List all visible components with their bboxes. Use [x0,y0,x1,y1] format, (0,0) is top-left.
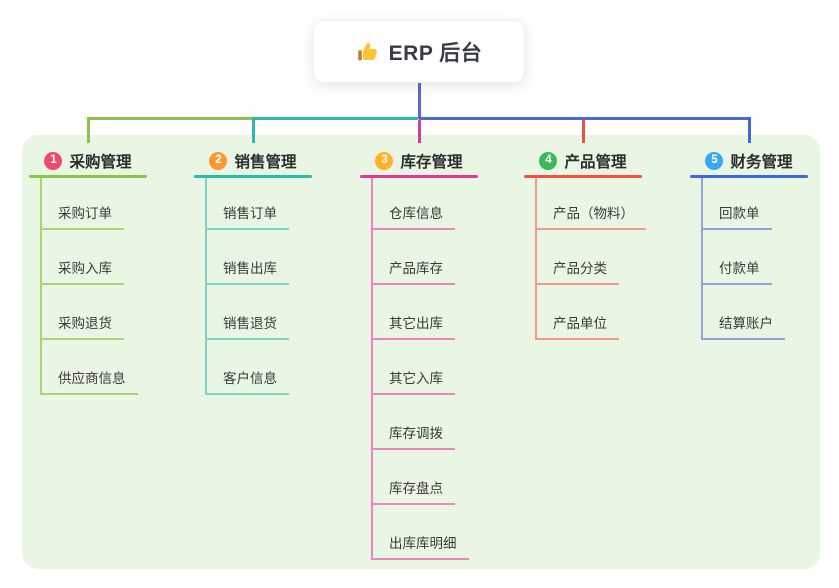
branch-item[interactable]: 采购订单 [42,178,124,230]
branch-underline [690,175,808,178]
branch-item[interactable]: 客户信息 [207,340,289,395]
branch-number-badge: 3 [375,152,394,170]
branch-title-label: 财务管理 [730,154,793,171]
branch-item[interactable]: 采购入库 [42,230,124,285]
branch-item[interactable]: 销售出库 [207,230,289,285]
branch-underline [360,175,478,178]
branch-title-label: 库存管理 [400,154,463,171]
branch-5: 5 财务管理 回款单付款单结算账户 [690,147,808,340]
branch-item[interactable]: 采购退货 [42,285,124,340]
thumbs-up-icon [357,42,377,60]
branch-item[interactable]: 仓库信息 [373,178,455,230]
branch-drop-line-2 [251,117,255,143]
bus-segment-1 [86,117,252,120]
branch-drop-line-3 [417,120,421,143]
branch-number-badge: 2 [209,152,228,170]
branch-underline [194,175,312,178]
branch-item[interactable]: 库存调拨 [373,395,455,450]
branch-items: 仓库信息产品库存其它出库其它入库库存调拨库存盘点出库库明细 [371,178,478,560]
branch-items: 采购订单采购入库采购退货供应商信息 [40,178,147,395]
branch-number-badge: 4 [539,152,558,170]
bus-segment-3 [419,117,751,120]
branch-item[interactable]: 结算账户 [703,285,785,340]
branch-title[interactable]: 2 销售管理 [194,147,312,175]
branch-3: 3 库存管理 仓库信息产品库存其它出库其它入库库存调拨库存盘点出库库明细 [360,147,478,560]
branch-items: 销售订单销售出库销售退货客户信息 [205,178,312,395]
branch-number-badge: 5 [705,152,724,170]
branch-item[interactable]: 产品（物料） [537,178,646,230]
branch-drop-line-5 [747,117,751,143]
branch-title[interactable]: 1 采购管理 [29,147,147,175]
branch-4: 4 产品管理 产品（物料）产品分类产品单位 [524,147,646,340]
branch-item[interactable]: 库存盘点 [373,450,455,505]
branch-title-label: 销售管理 [234,154,297,171]
root-node-title: ERP 后台 [388,41,483,65]
branch-title-label: 采购管理 [69,154,132,171]
branch-items: 产品（物料）产品分类产品单位 [535,178,646,340]
branch-drop-line-4 [581,120,585,143]
branch-item[interactable]: 回款单 [703,178,772,230]
branch-title[interactable]: 5 财务管理 [690,147,808,175]
branch-item[interactable]: 产品分类 [537,230,619,285]
branch-2: 2 销售管理 销售订单销售出库销售退货客户信息 [194,147,312,395]
branch-underline [524,175,642,178]
root-node[interactable]: ERP 后台 [313,20,525,83]
branch-item[interactable]: 供应商信息 [42,340,138,395]
branch-item[interactable]: 产品库存 [373,230,455,285]
branch-number-badge: 1 [44,152,63,170]
bus-segment-2 [251,117,418,120]
branch-item[interactable]: 其它入库 [373,340,455,395]
branch-underline [29,175,147,178]
branch-drop-line-1 [86,117,90,143]
branch-item[interactable]: 付款单 [703,230,772,285]
branch-item[interactable]: 其它出库 [373,285,455,340]
root-connector-line [417,83,421,119]
branch-item[interactable]: 销售退货 [207,285,289,340]
branch-title[interactable]: 3 库存管理 [360,147,478,175]
branch-item[interactable]: 销售订单 [207,178,289,230]
branches-panel [22,135,820,569]
branch-1: 1 采购管理 采购订单采购入库采购退货供应商信息 [29,147,147,395]
branch-item[interactable]: 出库库明细 [373,505,469,560]
branch-title-label: 产品管理 [564,154,627,171]
branch-items: 回款单付款单结算账户 [701,178,808,340]
branch-item[interactable]: 产品单位 [537,285,619,340]
branch-title[interactable]: 4 产品管理 [524,147,642,175]
